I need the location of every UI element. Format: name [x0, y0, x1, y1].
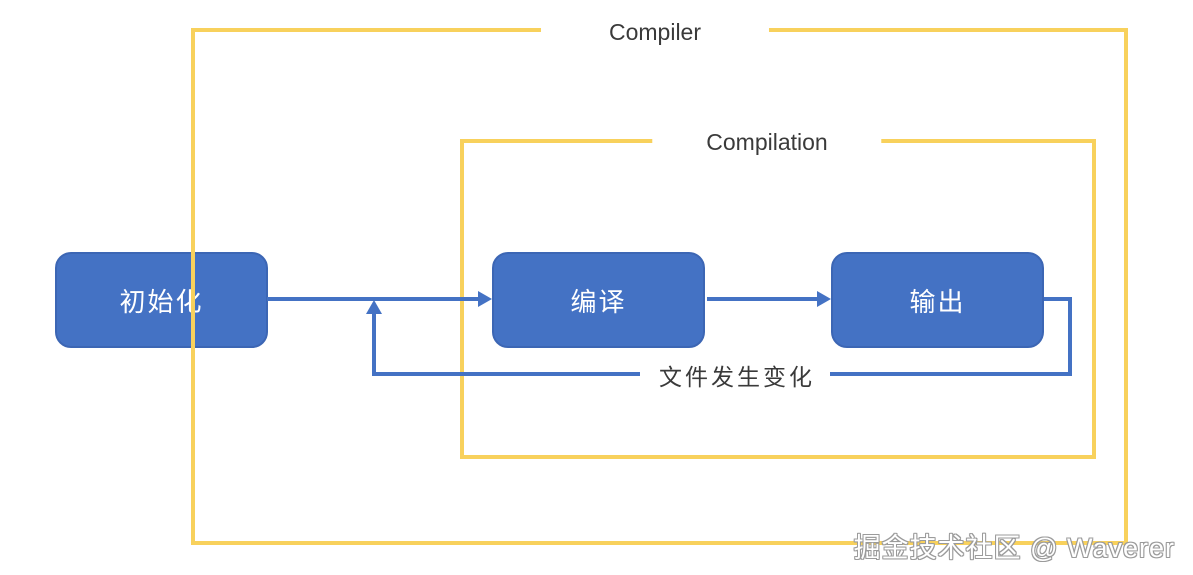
- node-output-label: 输出: [909, 286, 966, 317]
- edge-compile-to-output-arrowhead-icon: [817, 291, 831, 307]
- feedback-edge-arrowhead-icon: [366, 300, 382, 314]
- compilation-group-caption: Compilation: [652, 126, 882, 158]
- edge-init-to-compile-arrowhead-icon: [478, 291, 492, 307]
- edge-compile-to-output-line: [707, 297, 818, 301]
- compiler-group-caption: Compiler: [540, 16, 770, 48]
- feedback-edge-top-segment: [1044, 297, 1072, 301]
- watermark-text: 掘金技术社区 @ Waverer: [853, 533, 1175, 563]
- node-output: 输出: [831, 252, 1044, 348]
- feedback-edge-caption: 文件发生变化: [659, 364, 815, 390]
- node-initialize-label: 初始化: [119, 286, 204, 317]
- node-initialize: 初始化: [55, 252, 268, 348]
- feedback-edge-right-segment: [1068, 297, 1072, 376]
- feedback-edge-bottom-right-segment: [830, 372, 1072, 376]
- node-compile-label: 编译: [570, 286, 627, 317]
- node-compile: 编译: [492, 252, 705, 348]
- edge-init-to-compile-line: [267, 297, 479, 301]
- feedback-edge-left-segment: [372, 313, 376, 376]
- feedback-edge-bottom-left-segment: [374, 372, 640, 376]
